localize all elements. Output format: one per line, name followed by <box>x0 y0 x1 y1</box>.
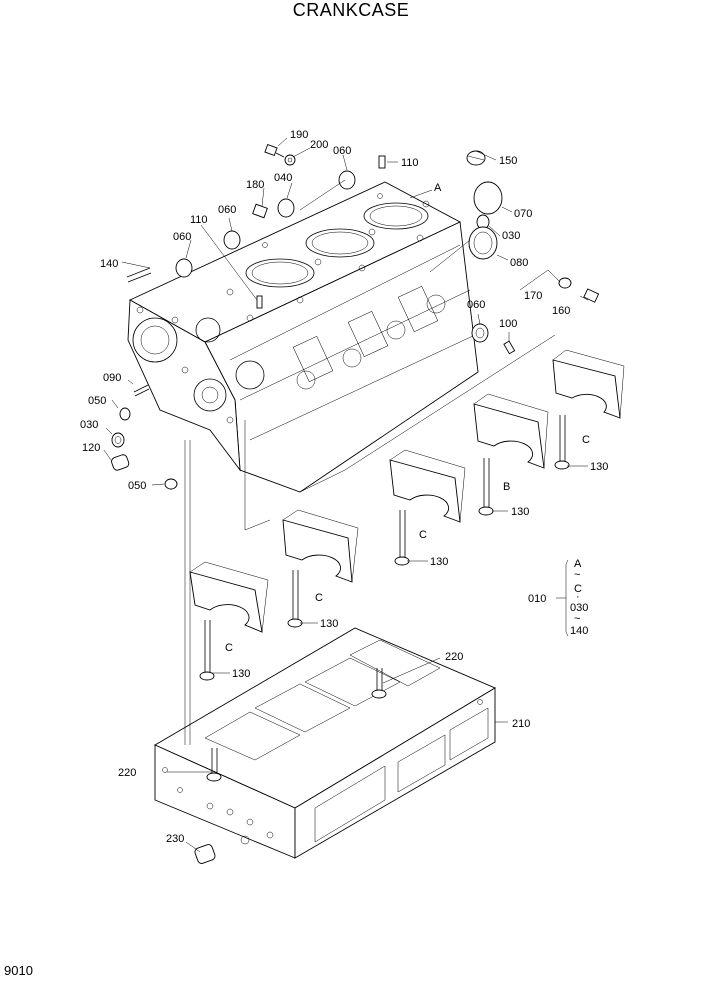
callout-160: 160 <box>552 305 570 317</box>
callout-110: 110 <box>401 157 419 169</box>
legend-item-140: 140 <box>570 625 588 637</box>
callout-030: 030 <box>80 419 98 431</box>
callout-130: 130 <box>320 618 338 630</box>
callout-220: 220 <box>445 651 463 663</box>
callout-b: B <box>503 481 510 493</box>
callout-170: 170 <box>524 290 542 302</box>
legend-item-c: C <box>574 583 582 595</box>
callout-080: 080 <box>510 257 528 269</box>
callout-120: 120 <box>82 442 100 454</box>
callout-060: 060 <box>333 145 351 157</box>
callout-030: 030 <box>502 230 520 242</box>
callout-100: 100 <box>499 318 517 330</box>
callout-060: 060 <box>467 299 485 311</box>
lower-crankcase <box>154 627 496 859</box>
callout-labels: 190 200 060 110 150 180 040 A 060 110 07… <box>80 129 608 845</box>
bearing-caps <box>189 349 625 633</box>
callout-070: 070 <box>514 208 532 220</box>
page-number: 9010 <box>4 963 33 978</box>
callout-040: 040 <box>274 172 292 184</box>
crankcase-block <box>127 181 556 531</box>
small-parts <box>111 143 600 864</box>
callout-190: 190 <box>290 129 308 141</box>
legend-item-030: 030 <box>570 602 588 614</box>
legend-dot: · <box>576 591 580 603</box>
callout-220: 220 <box>118 767 136 779</box>
callout-a: A <box>434 182 442 194</box>
callout-050: 050 <box>128 480 146 492</box>
callout-130: 130 <box>232 668 250 680</box>
callout-180: 180 <box>246 179 264 191</box>
legend-code: 010 <box>528 593 546 605</box>
callout-130: 130 <box>511 506 529 518</box>
callout-110: 110 <box>190 214 208 226</box>
leader-lines <box>103 137 589 853</box>
callout-130: 130 <box>590 461 608 473</box>
callout-c: C <box>582 434 590 446</box>
assembly-legend: 010 A ~ C · 030 ~ 140 <box>528 558 588 637</box>
legend-item-a: A <box>574 558 582 570</box>
legend-tilde: ~ <box>574 569 580 581</box>
callout-140: 140 <box>100 258 118 270</box>
callout-090: 090 <box>103 372 121 384</box>
callout-050: 050 <box>88 395 106 407</box>
callout-c: C <box>419 529 427 541</box>
callout-060: 060 <box>218 204 236 216</box>
callout-210: 210 <box>512 718 530 730</box>
legend-tilde-2: ~ <box>574 613 580 625</box>
callout-230: 230 <box>166 833 184 845</box>
callout-c: C <box>225 642 233 654</box>
callout-200: 200 <box>310 139 328 151</box>
cap-bolts <box>199 415 570 681</box>
callout-150: 150 <box>499 155 517 167</box>
callout-060: 060 <box>173 231 191 243</box>
callout-130: 130 <box>430 556 448 568</box>
page-title: CRANKCASE <box>292 0 410 20</box>
callout-c: C <box>315 592 323 604</box>
